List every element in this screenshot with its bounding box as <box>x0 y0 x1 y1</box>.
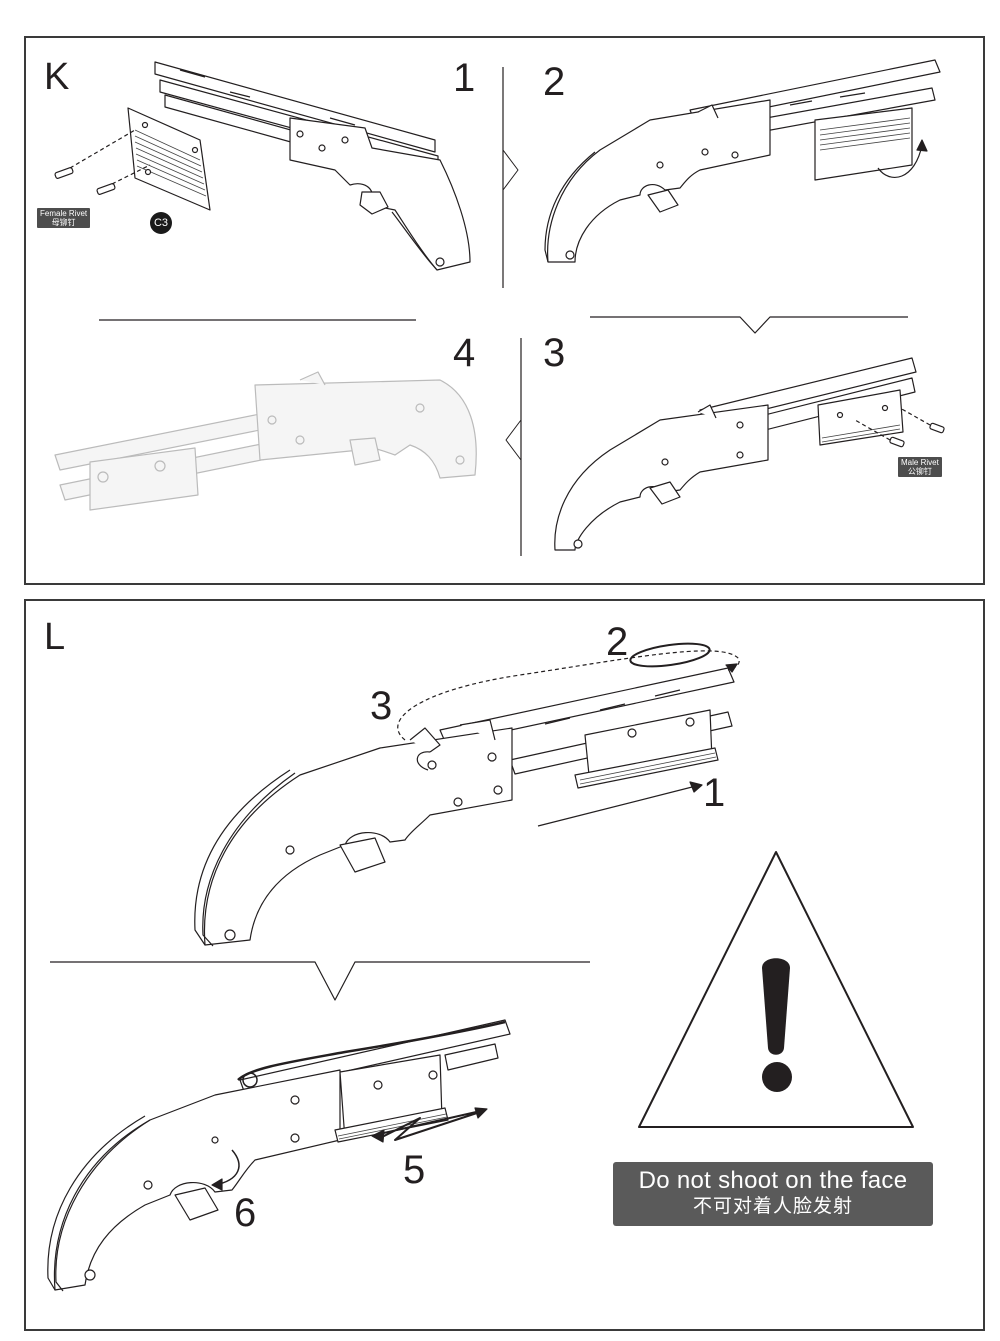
step-mark-5: 5 <box>403 1148 426 1192</box>
part-code-badge: C3 <box>150 212 172 234</box>
female-rivet-tag: Female Rivet 母铆钉 <box>37 208 91 228</box>
rotation-arrow-icon <box>416 751 431 771</box>
step-mark-2: 2 <box>606 620 629 664</box>
female-rivet-label-zh: 母铆钉 <box>51 218 76 227</box>
step-number-2: 2 <box>543 60 566 104</box>
warning-banner: Do not shoot on the face 不可对着人脸发射 <box>613 1162 933 1226</box>
male-rivet-label-zh: 公铆钉 <box>907 467 932 476</box>
step-number-4: 4 <box>453 331 476 375</box>
step-mark-1: 1 <box>703 771 726 815</box>
step-divider-arrow <box>590 316 908 334</box>
female-rivet-label-en: Female Rivet <box>40 209 88 218</box>
side-plate-k2 <box>814 107 913 181</box>
exclamation-icon <box>762 958 792 1092</box>
step-divider-notch <box>505 419 522 461</box>
male-rivet-label-en: Male Rivet <box>901 458 939 467</box>
gun-illustration-l2 <box>47 1019 511 1292</box>
step-divider-arrow <box>50 961 590 1001</box>
rubber-band <box>629 642 711 668</box>
band-path-arrow <box>397 650 740 741</box>
gun-illustration-k4 <box>54 371 477 511</box>
step-mark-6: 6 <box>234 1191 257 1235</box>
section-label-l: L <box>44 616 66 658</box>
side-plate-k1 <box>127 107 211 211</box>
rivet-icon <box>854 407 945 448</box>
male-rivet-tag: Male Rivet 公铆钉 <box>898 457 942 477</box>
step-mark-3: 3 <box>370 684 393 728</box>
step-divider-notch <box>502 149 519 191</box>
gun-illustration-k2 <box>544 59 941 263</box>
step-number-3: 3 <box>543 331 566 375</box>
gun-illustration-k3 <box>554 357 917 551</box>
warning-text-en: Do not shoot on the face <box>638 1167 908 1194</box>
step-number-1: 1 <box>453 56 476 100</box>
gun-illustration-l1 <box>194 667 735 947</box>
section-label-k: K <box>44 56 70 98</box>
slide-arrow-icon <box>537 784 701 827</box>
warning-text-zh: 不可对着人脸发射 <box>692 1196 853 1217</box>
slide-arrow-icon <box>374 1109 486 1141</box>
gun-illustration-k1 <box>154 61 471 271</box>
rotation-arrow-icon <box>877 144 923 178</box>
rivet-icon <box>54 129 151 195</box>
